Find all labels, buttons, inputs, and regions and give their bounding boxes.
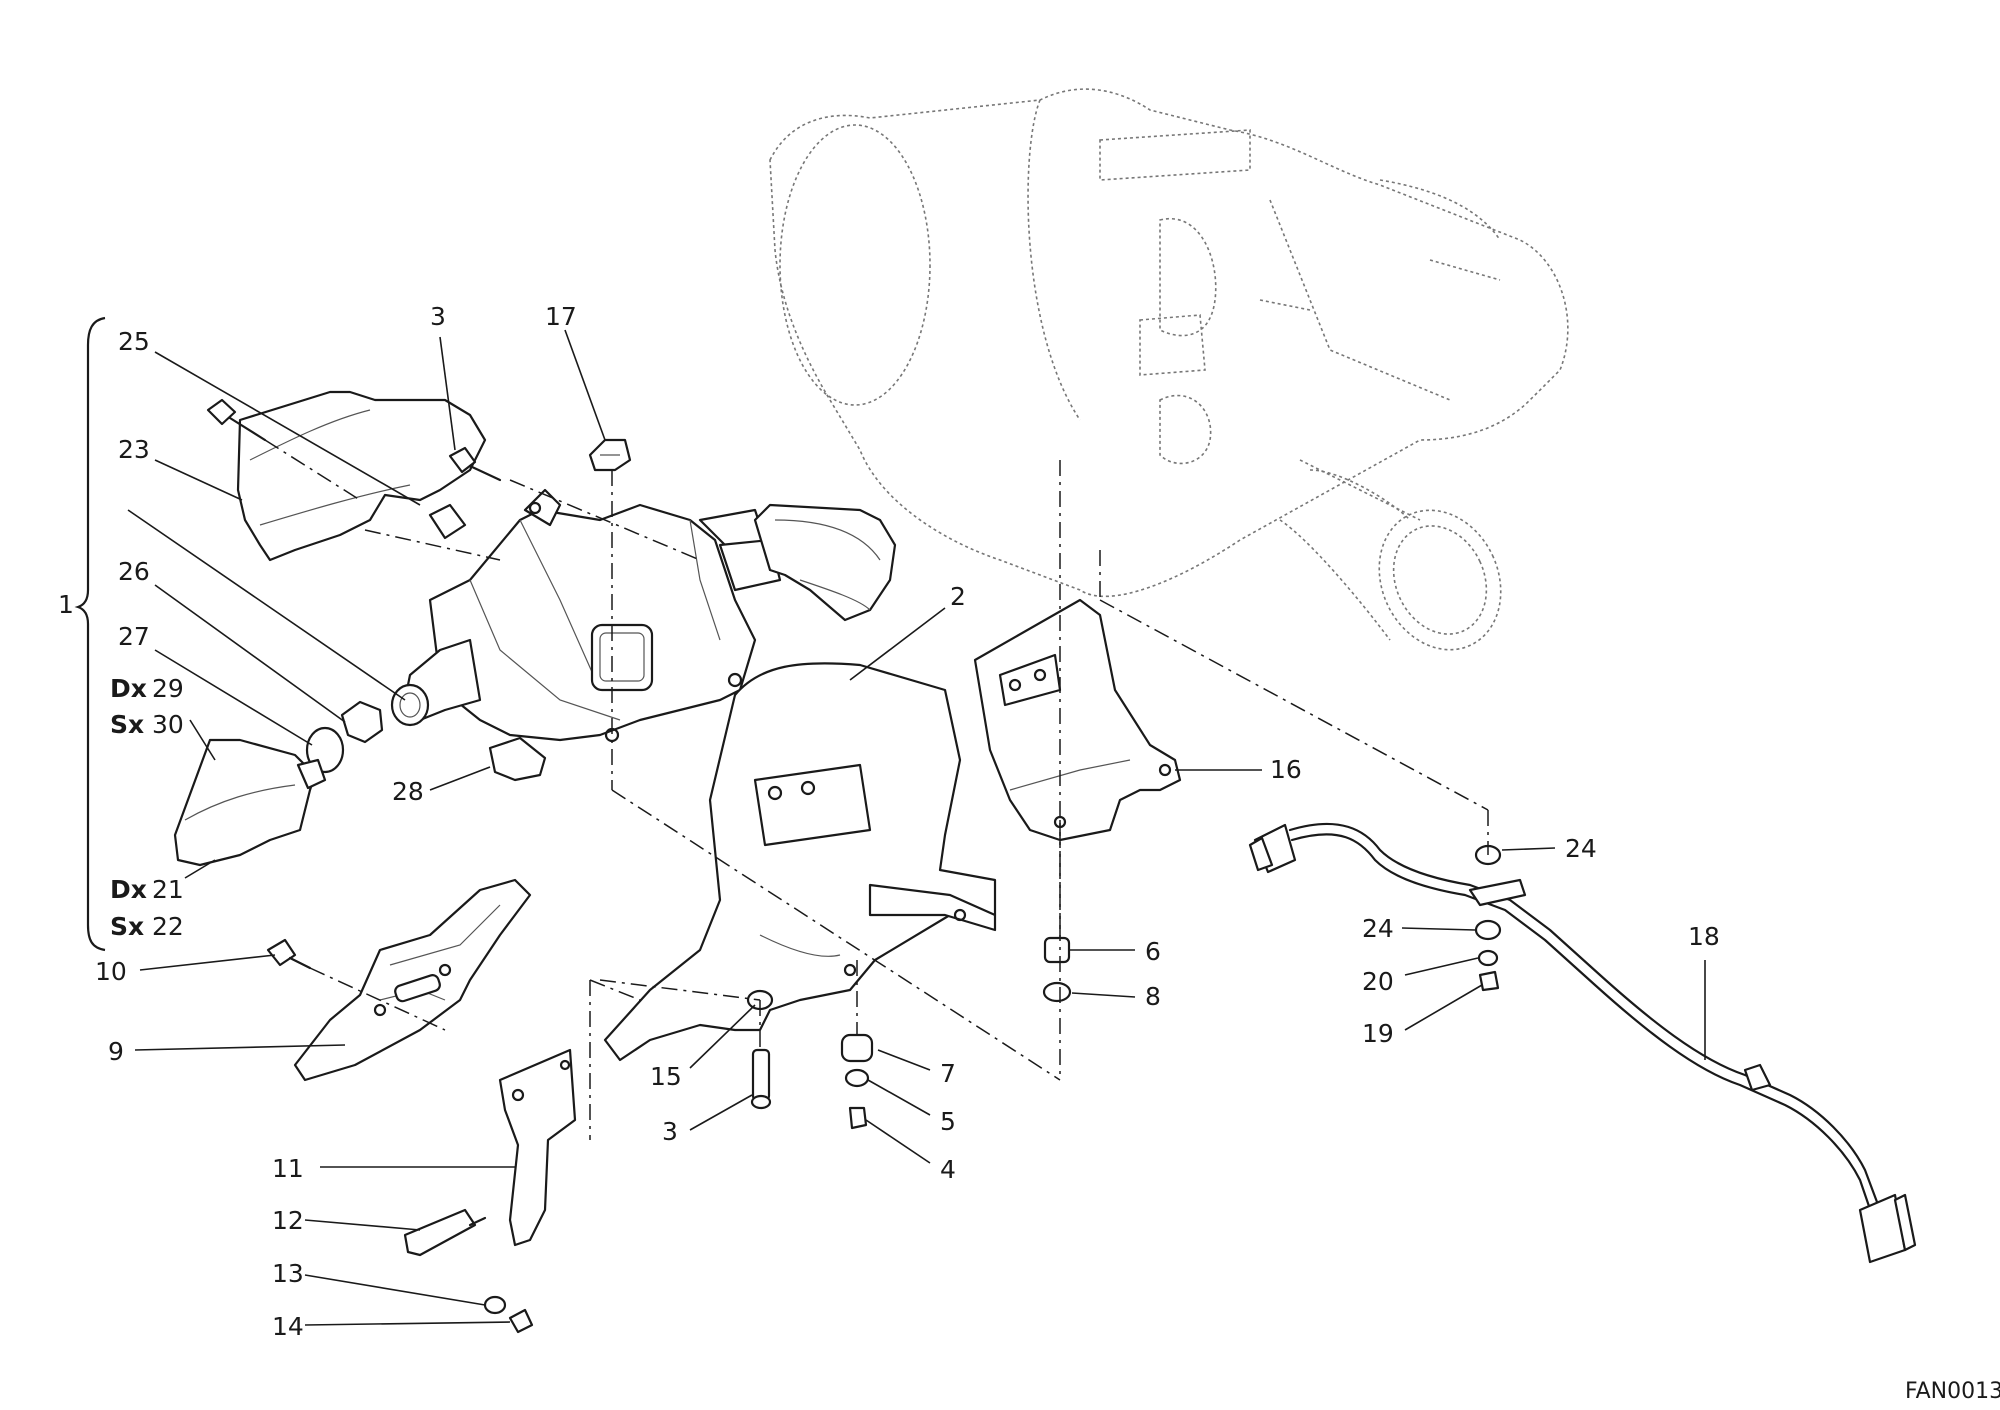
- tail-light-lens-left: [236, 390, 487, 562]
- sx-prefix-lamp: Sx: [110, 710, 144, 739]
- sx-prefix-lens: Sx: [110, 912, 144, 941]
- callout-11: 11: [272, 1154, 304, 1183]
- washer-13: [483, 1295, 507, 1315]
- callout-21: 21: [152, 875, 184, 904]
- callout-28: 28: [392, 777, 424, 806]
- washer-20: [1477, 949, 1499, 967]
- callout-labels: 1 25 23 26 27 Dx 29 Sx 30 Dx 21 Sx 22 3 …: [58, 302, 1720, 1341]
- rubber-mount-7: [840, 1033, 874, 1063]
- grommet: [428, 503, 467, 540]
- assembly-centerlines: [264, 439, 1489, 1140]
- turn-signal-lamp: [173, 738, 327, 867]
- callout-29: 29: [152, 674, 184, 703]
- plate-holder-2: [603, 662, 997, 1062]
- group-1-brace: [74, 316, 106, 952]
- silencer-ghost-outline: [769, 88, 1569, 651]
- screw-10: [266, 938, 312, 970]
- tail-light-housing: [390, 488, 782, 743]
- callout-23: 23: [118, 435, 150, 464]
- screw-4: [848, 1106, 868, 1130]
- group-label: 1: [58, 590, 74, 619]
- tail-light-lens-right: [753, 503, 897, 622]
- callout-16: 16: [1270, 755, 1302, 784]
- bracket-16: [973, 598, 1182, 842]
- screw-3-bottom: [750, 1048, 772, 1110]
- callout-12: 12: [272, 1206, 304, 1235]
- dx-prefix-lamp: Dx: [110, 674, 147, 703]
- guard-9: [293, 878, 532, 1082]
- callout-14: 14: [272, 1312, 304, 1341]
- callout-3-bottom: 3: [662, 1117, 678, 1146]
- callout-8: 8: [1145, 982, 1161, 1011]
- callout-27: 27: [118, 622, 150, 651]
- callout-19: 19: [1362, 1019, 1394, 1048]
- callout-4: 4: [940, 1155, 956, 1184]
- callout-3-top: 3: [430, 302, 446, 331]
- callout-15: 15: [650, 1062, 682, 1091]
- bracket-11: [498, 1048, 577, 1247]
- callout-24-bottom: 24: [1362, 914, 1394, 943]
- nut-14: [508, 1308, 534, 1334]
- screw-3-top: [448, 446, 502, 482]
- washer-8: [1042, 981, 1072, 1003]
- callout-5: 5: [940, 1107, 956, 1136]
- plate-12: [403, 1208, 487, 1257]
- clip-nut-17: [588, 438, 632, 472]
- callout-24-top: 24: [1565, 834, 1597, 863]
- callout-6: 6: [1145, 937, 1161, 966]
- callout-25: 25: [118, 327, 150, 356]
- callout-10: 10: [95, 957, 127, 986]
- wiring-harness-18: [1248, 822, 1917, 1264]
- leader-lines: [127, 329, 1706, 1326]
- callout-17: 17: [545, 302, 577, 331]
- callout-18: 18: [1688, 922, 1720, 951]
- diagram-code: FAN00139: [1905, 1379, 2000, 1404]
- callout-9: 9: [108, 1037, 124, 1066]
- callout-7: 7: [940, 1059, 956, 1088]
- bushing-6: [1043, 936, 1071, 964]
- o-ring-27: [305, 726, 345, 774]
- callout-30: 30: [152, 710, 184, 739]
- callout-26: 26: [118, 557, 150, 586]
- bulb-26: [340, 700, 384, 744]
- dx-prefix-lens: Dx: [110, 875, 147, 904]
- nut-19: [1478, 970, 1500, 992]
- washer-5: [844, 1068, 870, 1088]
- callout-20: 20: [1362, 967, 1394, 996]
- washer-24-bottom: [1474, 919, 1502, 941]
- bulb-28: [488, 736, 547, 782]
- callout-22: 22: [152, 912, 184, 941]
- screw-25: [206, 398, 267, 442]
- callout-2: 2: [950, 582, 966, 611]
- callout-13: 13: [272, 1259, 304, 1288]
